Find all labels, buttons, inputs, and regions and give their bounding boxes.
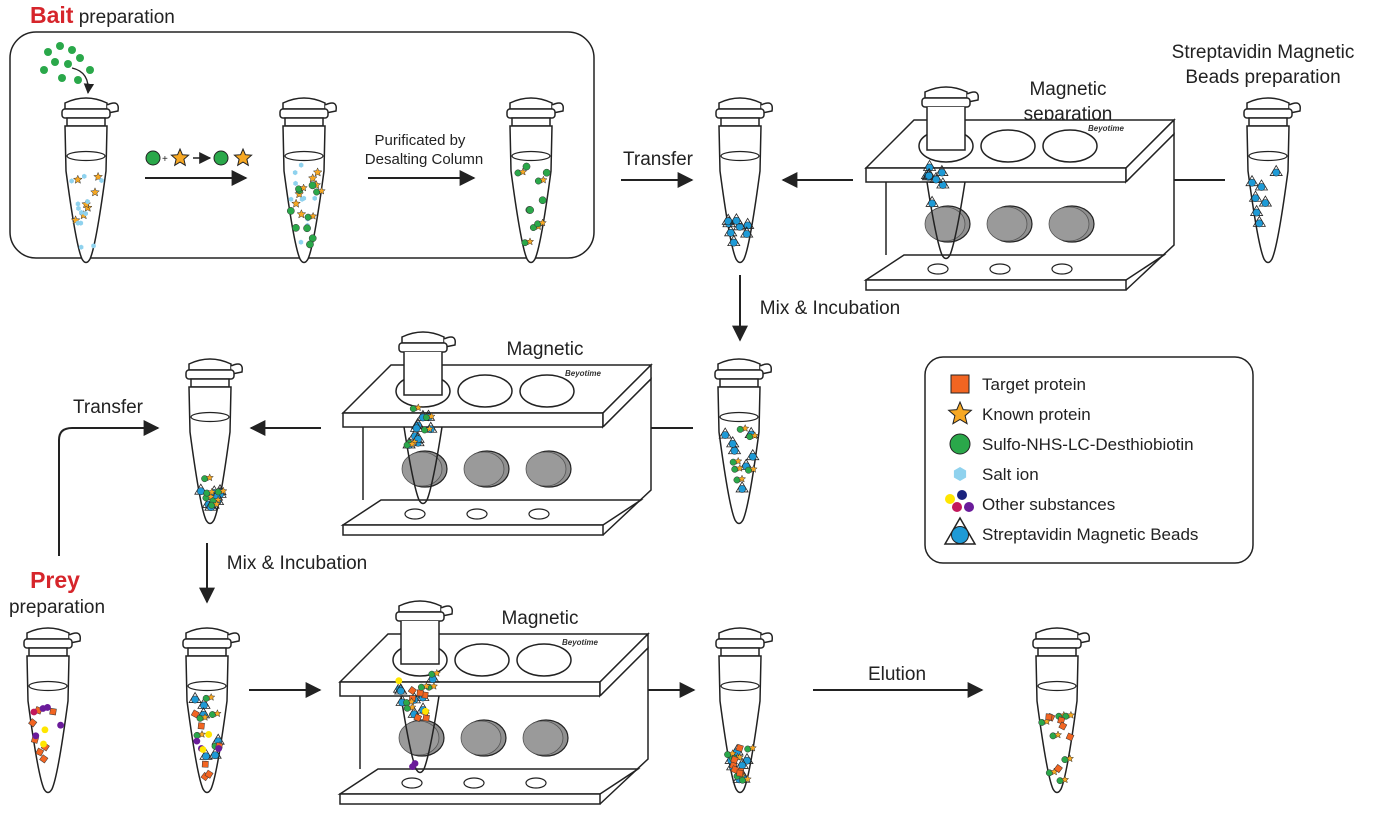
legend-label: Sulfo-NHS-LC-Desthiobiotin (982, 435, 1194, 454)
elution-label: Elution (868, 664, 926, 685)
tube-prey (23, 627, 82, 794)
arrow-add-biotin (71, 67, 95, 95)
legend-label: Other substances (982, 495, 1115, 514)
biotin-dot (51, 58, 59, 66)
mix-incubation-label-top: Mix & Incubation (760, 298, 900, 319)
biotin-dot (74, 76, 82, 84)
legend-label: Salt ion (982, 465, 1039, 484)
streptavidin-prep-title-line2: Beads preparation (1185, 67, 1340, 88)
legend-box (924, 356, 1254, 564)
prey-preparation-title: preparation (9, 597, 105, 618)
magnetic-label-2a: Magnetic (506, 339, 583, 360)
tube-contents (514, 162, 551, 247)
magnetic-label-3a: Magnetic (501, 608, 578, 629)
rack-brand: Beyotime (565, 369, 602, 378)
orange-square-icon (950, 374, 970, 394)
tube-bait-start (61, 97, 120, 264)
tube-contents (718, 423, 760, 493)
biotin-dots-cluster (40, 42, 94, 84)
tube-contents (188, 691, 225, 782)
tube-bait-incubated (714, 358, 773, 525)
tube-prey-incubated (182, 627, 241, 794)
mix-incubation-label-bottom: Mix & Incubation (227, 553, 367, 574)
rack-tube-contents (392, 668, 442, 771)
transfer-label-top: Transfer (623, 149, 694, 170)
tube-contents (1245, 164, 1283, 228)
transfer-label-middle: Transfer (73, 397, 144, 418)
tube-transfer-beads (715, 97, 774, 264)
blue-hexagon-icon (953, 467, 967, 481)
tubes-layer (23, 97, 1302, 794)
bead-triangle-icon (943, 516, 977, 545)
biotin-dot (68, 46, 76, 54)
tube-streptavidin-beads (1243, 97, 1302, 264)
rack-tube-contents (402, 403, 438, 449)
tube-eluted-target (1032, 627, 1091, 794)
tube-contents (69, 171, 104, 250)
rack-tube-contents (920, 159, 950, 208)
tube-bait-purified (506, 97, 565, 264)
green-circle-icon (949, 433, 971, 455)
tube-contents (724, 743, 757, 784)
magnetic-rack-3: Beyotime (337, 600, 650, 805)
legend-label: Known protein (982, 405, 1091, 424)
rack-brand: Beyotime (1088, 124, 1125, 133)
tube-washed-complex (715, 627, 774, 794)
purify-label-line1: Purificated by (375, 132, 466, 149)
arrow-prey-transfer (58, 420, 160, 556)
magnetic-label-1a: Magnetic (1029, 79, 1106, 100)
tube-contents (286, 162, 326, 249)
tube-bait-beads-separated (185, 358, 244, 525)
prey-title: Prey (30, 567, 80, 593)
rack-brand: Beyotime (562, 638, 599, 647)
biotin-dot (64, 60, 72, 68)
orange-star-icon (947, 400, 973, 425)
tube-contents (28, 704, 65, 764)
biotin-dot (76, 54, 84, 62)
biotin-dot (44, 48, 52, 56)
tube-contents (721, 213, 755, 247)
biotin-dot (56, 42, 64, 50)
tube-contents (1038, 710, 1076, 785)
tube-contents (194, 473, 228, 512)
magnetic-rack-1: Beyotime (863, 86, 1176, 291)
tube-bait-reacted (279, 97, 338, 264)
svg-text:+: + (162, 154, 168, 165)
legend-label: Target protein (982, 375, 1086, 394)
reaction-equation: + (145, 147, 253, 167)
biotin-dot (40, 66, 48, 74)
purify-label-line2: Desalting Column (365, 151, 483, 168)
bait-preparation-title: Bait preparation (30, 2, 175, 28)
streptavidin-prep-title-line1: Streptavidin Magnetic (1172, 42, 1355, 63)
biotin-dot (58, 74, 66, 82)
biotin-dot (86, 66, 94, 74)
legend-label: Streptavidin Magnetic Beads (982, 525, 1198, 544)
colored-dots-icon (945, 490, 974, 512)
magnetic-rack-2: Beyotime (340, 331, 653, 536)
